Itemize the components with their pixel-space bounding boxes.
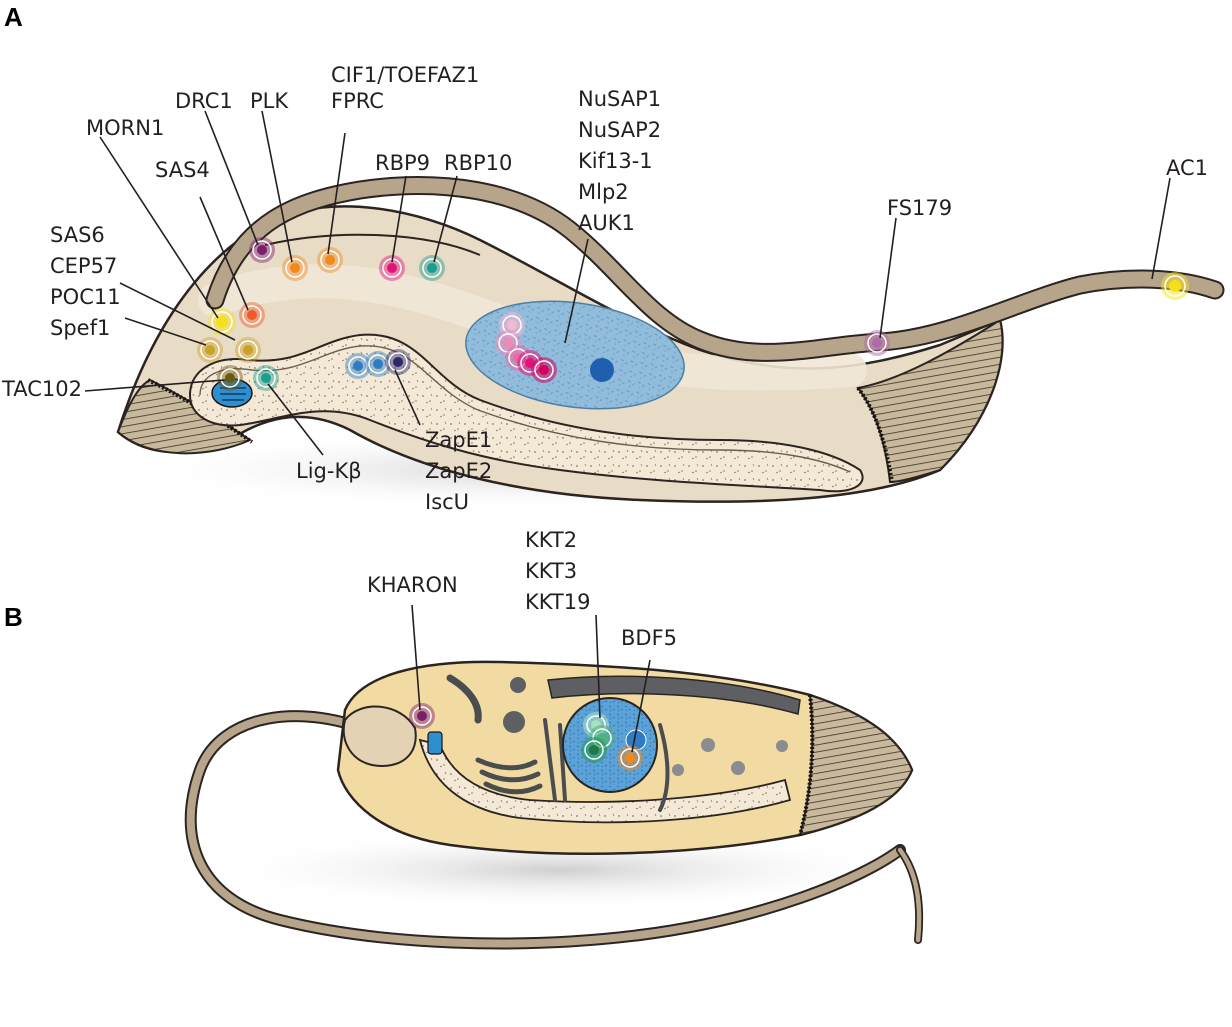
panel-b-amastigote — [184, 604, 924, 950]
label-sas6: SAS6 — [50, 223, 105, 247]
marker-zape1 — [345, 353, 371, 379]
label-morn1: MORN1 — [86, 116, 165, 140]
amastigote-kinetoplast — [427, 731, 443, 755]
label-stack-kkt: KKT2 KKT3 KKT19 — [525, 525, 590, 618]
vesicle — [731, 761, 745, 775]
label-kif13: Kif13-1 — [578, 149, 653, 173]
golgi — [475, 757, 543, 795]
marker-sas6 — [197, 337, 223, 363]
flagellum-fill — [207, 178, 1223, 360]
label-auk1: AUK1 — [578, 211, 635, 235]
marker-ligkb — [253, 365, 279, 391]
label-kkt3: KKT3 — [525, 559, 578, 583]
label-stack-zape: ZapE1 ZapE2 IscU — [425, 425, 492, 518]
label-fprc: FPRC — [331, 89, 384, 113]
marker-spef1 — [235, 337, 261, 363]
panel-label-b: B — [4, 602, 23, 632]
label-iscu: IscU — [425, 490, 470, 514]
endoplasmic-reticulum — [547, 675, 801, 715]
vesicle — [776, 740, 788, 752]
leader-lines-a — [84, 110, 1171, 456]
label-stack-cif1: CIF1/TOEFAZ1 FPRC — [331, 62, 479, 114]
flagellum-b-fill — [186, 712, 904, 948]
marker-ac1 — [1161, 272, 1189, 300]
panel-label-a: A — [4, 2, 23, 32]
leader-lines-b — [411, 604, 651, 753]
marker-kharon — [409, 703, 435, 729]
er-stacks — [543, 718, 670, 812]
mitochondrion-membrane — [199, 345, 851, 473]
amastigote-mitochondrion — [418, 738, 792, 824]
vesicle — [510, 677, 526, 693]
label-stack-centriole: SAS6 CEP57 POC11 Spef1 — [50, 220, 121, 344]
label-spef1: Spef1 — [50, 316, 111, 340]
label-ligkb: Lig-Kβ — [296, 459, 362, 483]
label-plk: PLK — [250, 89, 289, 113]
marker-rbp9 — [379, 255, 405, 281]
marker-plk — [282, 255, 308, 281]
label-kkt19: KKT19 — [525, 590, 591, 614]
label-tac102: TAC102 — [2, 377, 82, 401]
label-poc11: POC11 — [50, 285, 121, 309]
label-nusap2: NuSAP2 — [578, 118, 662, 142]
vesicle — [701, 738, 715, 752]
vesicle — [672, 764, 684, 776]
label-stack-nusap: NuSAP1 NuSAP2 Kif13-1 Mlp2 AUK1 — [578, 84, 661, 239]
marker-iscu — [385, 349, 411, 375]
label-kkt2: KKT2 — [525, 528, 578, 552]
flagellar-pocket — [342, 705, 417, 767]
label-rbp10: RBP10 — [444, 151, 513, 175]
marker-fs179 — [864, 330, 890, 356]
label-drc1: DRC1 — [175, 89, 233, 113]
label-mlp2: Mlp2 — [578, 180, 629, 204]
flagellum-attachment-line — [264, 233, 481, 256]
flagellum-b-tip-fill — [897, 847, 922, 943]
label-ac1: AC1 — [1166, 156, 1209, 180]
anterior-fringe — [856, 386, 894, 483]
vesicle — [503, 711, 525, 733]
nucleolus — [590, 358, 614, 382]
amastigote-fringe — [798, 694, 815, 836]
marker-zape2 — [365, 351, 391, 377]
marker-bdf5 — [617, 745, 643, 771]
kinetoplast-dna — [220, 387, 246, 401]
marker-rbp10 — [419, 255, 445, 281]
label-kharon: KHARON — [367, 573, 458, 597]
label-zape1: ZapE1 — [425, 428, 493, 452]
marker-auk1 — [531, 357, 557, 383]
label-bdf5: BDF5 — [621, 626, 678, 650]
amastigote-shadow — [200, 830, 920, 910]
acidocalcisome-arc — [446, 674, 482, 724]
label-zape2: ZapE2 — [425, 459, 493, 483]
marker-drc1 — [249, 237, 275, 263]
marker-sas4 — [239, 302, 265, 328]
label-cep57: CEP57 — [50, 254, 118, 278]
amastigote-anterior-end — [798, 693, 914, 837]
marker-tac102 — [217, 365, 243, 391]
label-rbp9: RBP9 — [375, 151, 431, 175]
label-cif1: CIF1/TOEFAZ1 — [331, 63, 480, 87]
label-sas4: SAS4 — [155, 158, 210, 182]
marker-cif1 — [317, 247, 343, 273]
marker-morn1 — [208, 308, 236, 336]
mitochondrion — [188, 333, 864, 493]
marker-kkt19 — [581, 737, 607, 763]
label-fs179: FS179 — [887, 196, 953, 220]
label-nusap1: NuSAP1 — [578, 87, 662, 111]
panel-a-trypomastigote — [84, 110, 1225, 510]
